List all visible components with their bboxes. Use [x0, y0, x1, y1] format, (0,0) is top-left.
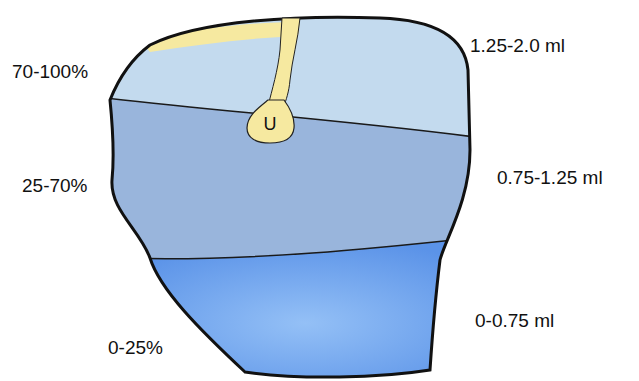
fill-percent-label: 25-70% — [22, 176, 88, 197]
fill-percent-label: 0-25% — [108, 338, 163, 359]
ureter-bulb: U — [244, 98, 296, 144]
node-label: U — [244, 98, 296, 144]
fill-percent-label: 70-100% — [12, 62, 88, 83]
volume-label: 0.75-1.25 ml — [497, 168, 603, 189]
volume-label: 0-0.75 ml — [475, 311, 554, 332]
volume-label: 1.25-2.0 ml — [470, 36, 565, 57]
